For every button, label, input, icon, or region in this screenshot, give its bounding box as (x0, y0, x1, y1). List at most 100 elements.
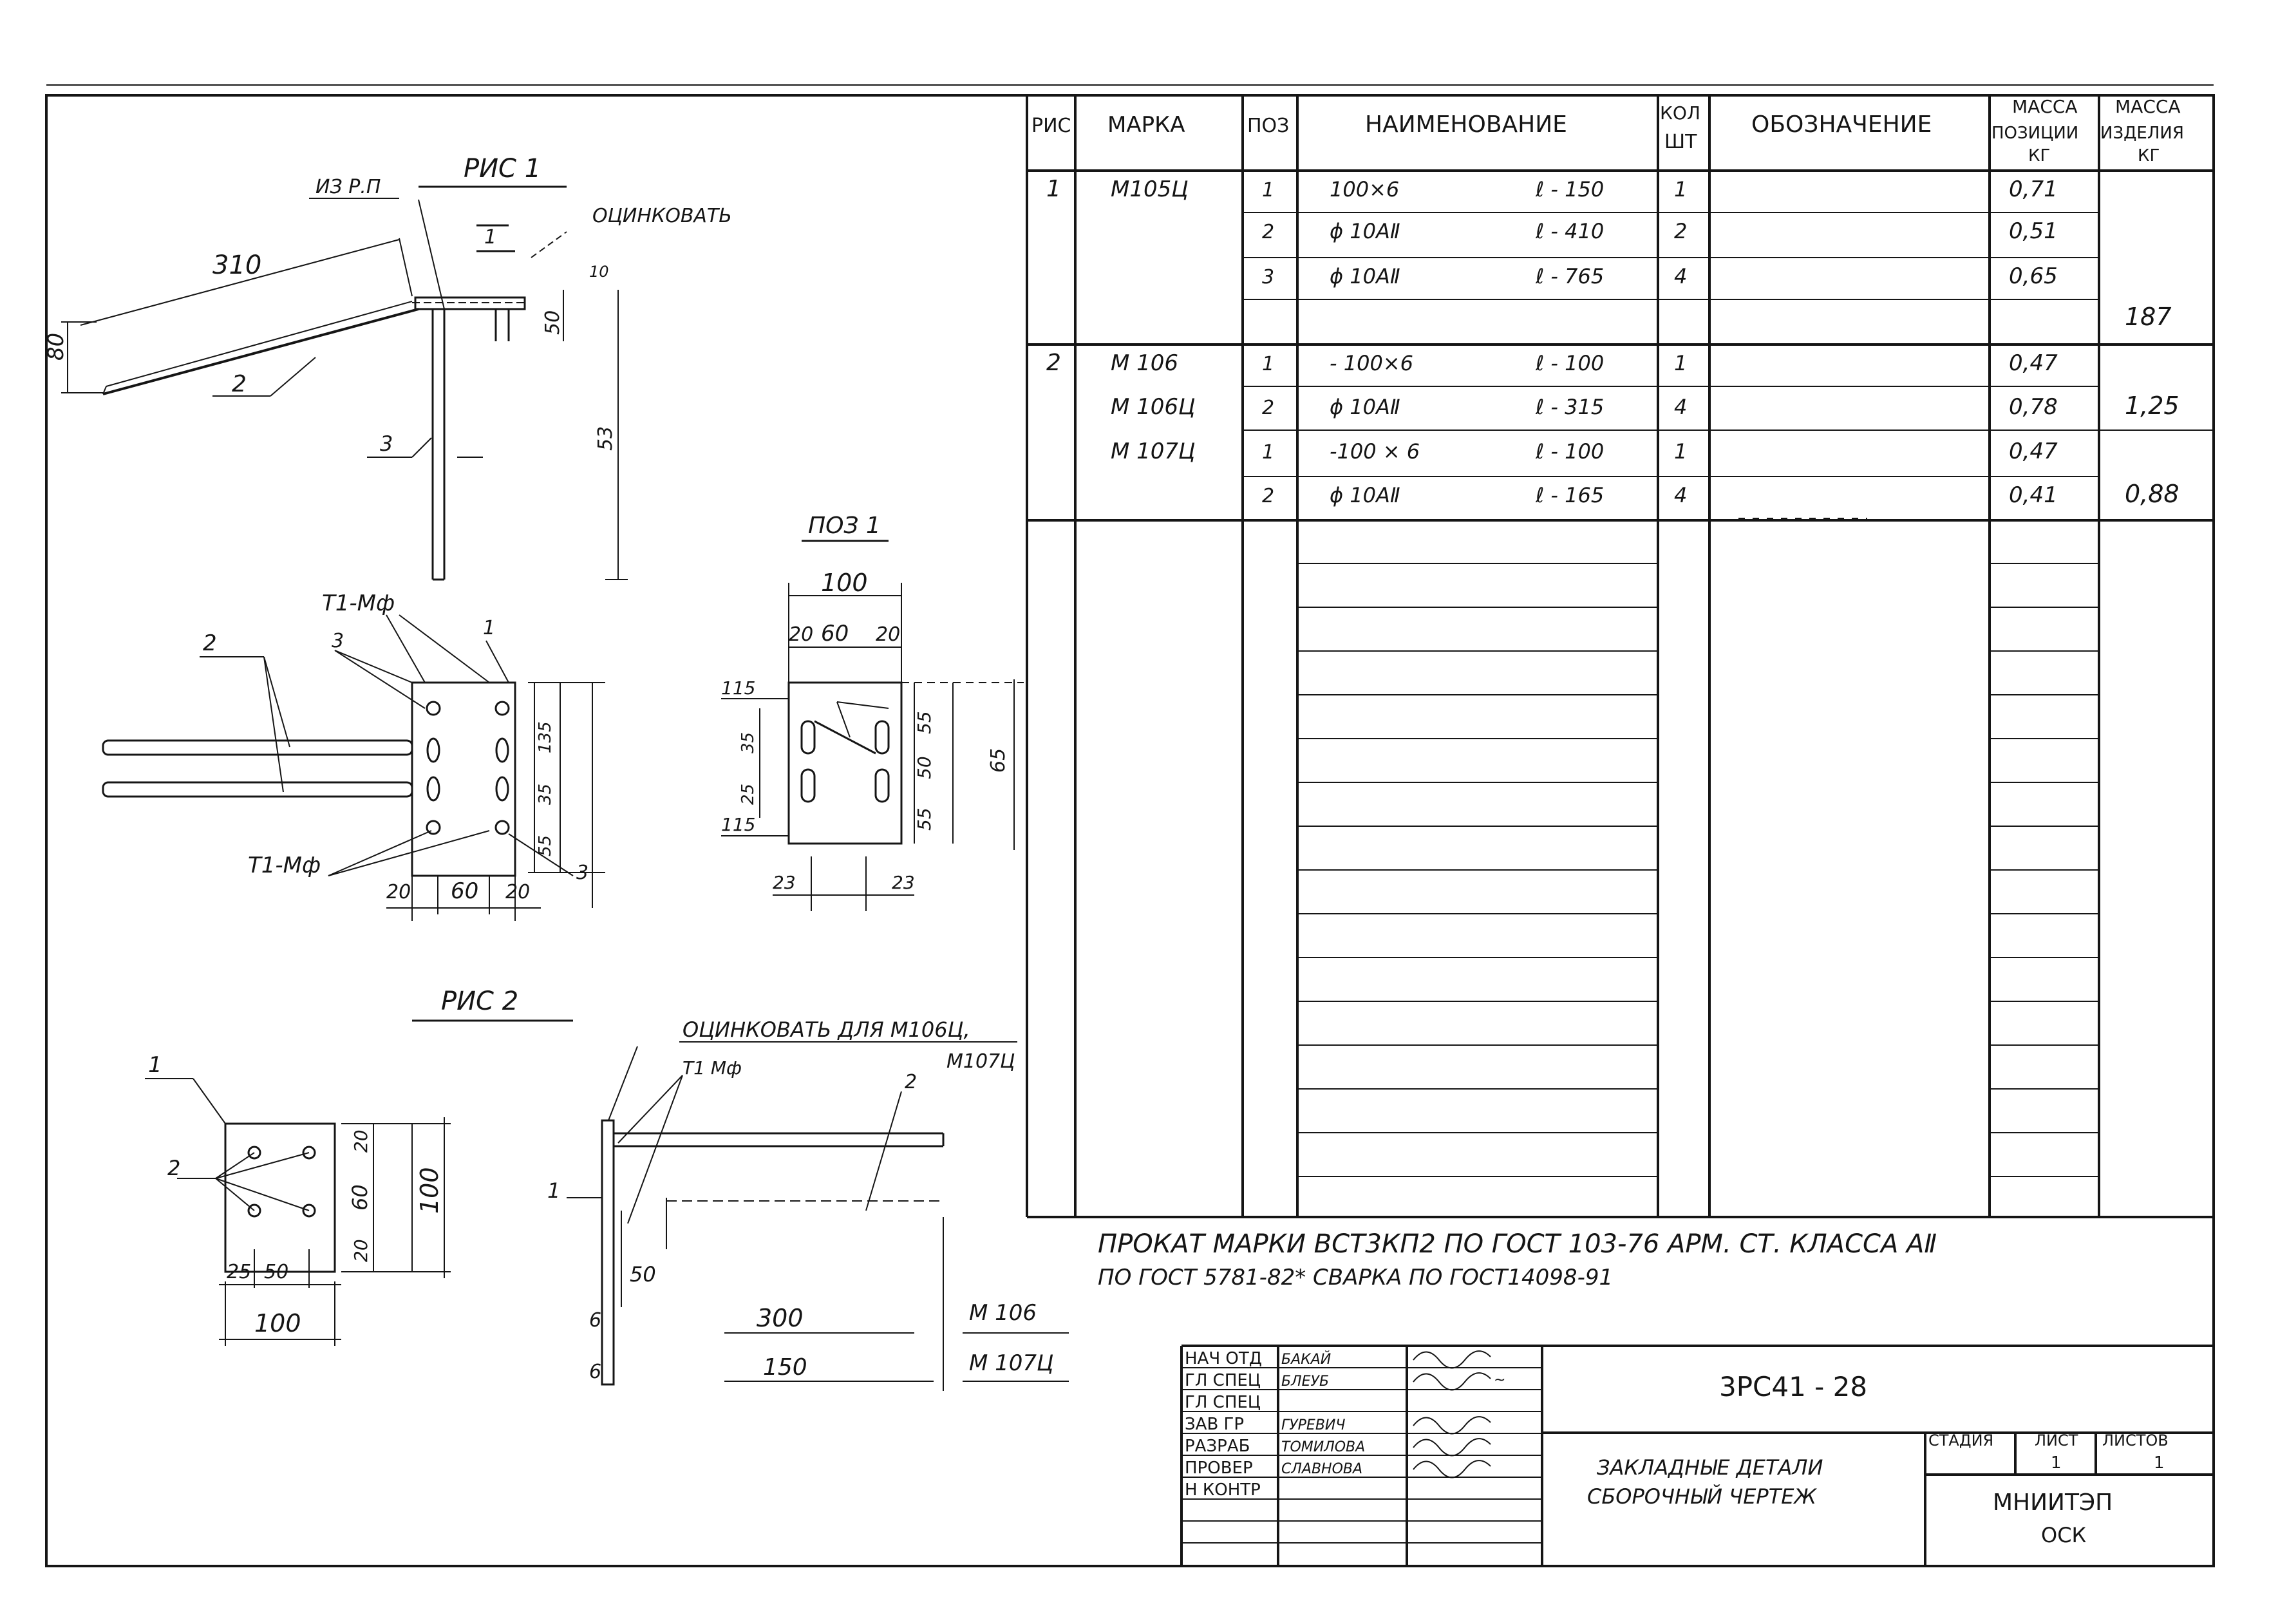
dim-50b: 50 (914, 756, 935, 779)
table-cell-poz: 2 (1262, 221, 1274, 243)
org-name: МНИИТЭП (1993, 1489, 2113, 1516)
figure-1: РИС 1 ИЗ Р.П ОЦИНКОВАТЬ 1 310 80 (43, 154, 732, 581)
callout-3c: 3 (576, 862, 588, 884)
fig1-title: РИС 1 (464, 154, 541, 184)
dim-55c: 55 (914, 807, 935, 831)
titleblock-role: ЗАВ ГР (1185, 1415, 1244, 1434)
doc-title-1: ЗАКЛАДНЫЕ ДЕТАЛИ (1597, 1455, 1823, 1480)
dim-6a: 6 (589, 1309, 601, 1332)
callout-2b: 2 (203, 630, 217, 656)
dim-53: 53 (594, 426, 617, 451)
table-cell-name: ϕ 10АⅡ (1330, 395, 1400, 419)
table-cell-poz: 2 (1262, 485, 1274, 507)
weld-label-top: Т1-Мф (322, 590, 395, 616)
callout-2d: 2 (905, 1071, 917, 1093)
dim-80: 80 (43, 333, 69, 361)
table-cell-name: 100×6 (1330, 177, 1399, 202)
table-cell-kol: 4 (1674, 483, 1687, 507)
table-cell-kol: 1 (1674, 177, 1687, 202)
dim-65: 65 (987, 748, 1010, 773)
dim-20e: 20 (350, 1129, 372, 1153)
dim-35b: 35 (739, 732, 758, 753)
weld-label-fig2: Т1 Мф (682, 1057, 742, 1079)
dim-20d: 20 (505, 881, 530, 903)
dim-20c: 20 (386, 881, 411, 903)
galvanize-label-2: ОЦИНКОВАТЬ ДЛЯ М106Ц, (682, 1017, 970, 1042)
sheet-frame (45, 94, 2215, 1567)
th-name: НАИМЕНОВАНИЕ (1365, 111, 1567, 138)
note-line-2: ПО ГОСТ 5781-82* СВАРКА ПО ГОСТ14098-91 (1098, 1265, 1613, 1290)
titleblock-name: ГУРЕВИЧ (1281, 1417, 1345, 1433)
callout-1c: 1 (148, 1052, 162, 1078)
list-label: ЛИСТ (2035, 1431, 2078, 1449)
dim-6b: 6 (589, 1361, 601, 1383)
dim-310: 310 (212, 250, 261, 280)
titleblock-role: РАЗРАБ (1185, 1437, 1250, 1456)
dim-50c: 50 (264, 1261, 288, 1283)
section-mark: 1 (484, 226, 496, 249)
table-cell-name: - 100×6 (1330, 351, 1413, 375)
callout-2c: 2 (167, 1156, 180, 1180)
signature-icon (1413, 1350, 1491, 1369)
th-mp3: КГ (2028, 146, 2050, 165)
listov-label: ЛИСТОВ (2102, 1431, 2169, 1449)
th-mp2: ПОЗИЦИИ (1991, 124, 2078, 143)
callout-3: 3 (380, 431, 393, 456)
titleblock-name: БАКАЙ (1281, 1351, 1331, 1368)
dim-50d: 50 (630, 1262, 656, 1287)
table-cell-poz: 1 (1262, 353, 1274, 375)
dim-115a: 115 (721, 677, 755, 699)
table-cell-len: ℓ - 410 (1535, 219, 1604, 243)
table-cell-poz: 1 (1262, 179, 1274, 202)
figure-2: РИС 2 1 2 20 60 20 100 25 50 100 (145, 987, 1069, 1391)
table-cell-name: ϕ 10АⅡ (1330, 219, 1400, 243)
dim-115b: 115 (721, 814, 755, 835)
doc-title-2: СБОРОЧНЫЙ ЧЕРТЕЖ (1587, 1484, 1817, 1509)
fig2-title: РИС 2 (441, 987, 518, 1016)
dim-135: 135 (536, 721, 555, 753)
callout-3b: 3 (332, 630, 344, 652)
table-cell-marka: М 106 (1111, 350, 1178, 376)
table-cell-mp: 0,47 (2009, 350, 2058, 376)
th-oboz: ОБОЗНАЧЕНИЕ (1751, 111, 1932, 138)
titleblock-role: ГЛ СПЕЦ (1185, 1371, 1261, 1390)
table-cell-kol: 4 (1674, 395, 1687, 419)
note-line-1: ПРОКАТ МАРКИ ВСТ3КП2 ПО ГОСТ 103-76 АРМ.… (1098, 1229, 1937, 1259)
galvanize-label-1: ОЦИНКОВАТЬ (592, 205, 732, 227)
dim-100a: 100 (821, 569, 868, 597)
signature-icon (1413, 1438, 1491, 1457)
table-cell-poz: 2 (1262, 397, 1274, 419)
dim-35: 35 (536, 784, 555, 805)
weld-label-bottom: Т1-Мф (248, 853, 321, 878)
signature-decor: ~ (1494, 1372, 1505, 1388)
callout-1b: 1 (483, 617, 495, 639)
callout-2: 2 (232, 371, 247, 397)
th-poz: ПОЗ (1247, 115, 1289, 137)
dim-50: 50 (541, 310, 564, 335)
dim-20a: 20 (789, 623, 813, 646)
dim-25: 25 (227, 1261, 251, 1283)
table-cell-ris: 2 (1046, 350, 1061, 376)
table-cell-poz: 3 (1262, 266, 1274, 288)
table-cell-len: ℓ - 315 (1535, 395, 1604, 419)
th-mi1: МАССА (2115, 96, 2181, 117)
dim-60a: 60 (821, 621, 849, 647)
signature-icon (1413, 1460, 1491, 1478)
titleblock-role: Н КОНТР (1185, 1480, 1261, 1500)
doc-code: 3РС41 - 28 (1719, 1371, 1867, 1402)
dim-23b: 23 (892, 872, 915, 893)
table-cell-mi: 187 (2125, 303, 2172, 331)
table-cell-len: ℓ - 165 (1535, 483, 1604, 507)
signature-icon (1413, 1416, 1491, 1435)
titleblock-name: БЛЕУБ (1281, 1374, 1329, 1390)
table-cell-mp: 0,51 (2009, 218, 2058, 244)
titleblock-role: ГЛ СПЕЦ (1185, 1393, 1261, 1412)
table-cell-name: -100 × 6 (1330, 439, 1420, 464)
table-cell-mi: 1,25 (2125, 392, 2179, 420)
titleblock-role: НАЧ ОТД (1185, 1349, 1262, 1368)
dim-23a: 23 (773, 872, 796, 893)
signature-icon (1413, 1372, 1491, 1391)
th-mi2: ИЗДЕЛИЯ (2100, 124, 2184, 143)
galvanize-label-2b: М107Ц (946, 1050, 1015, 1073)
